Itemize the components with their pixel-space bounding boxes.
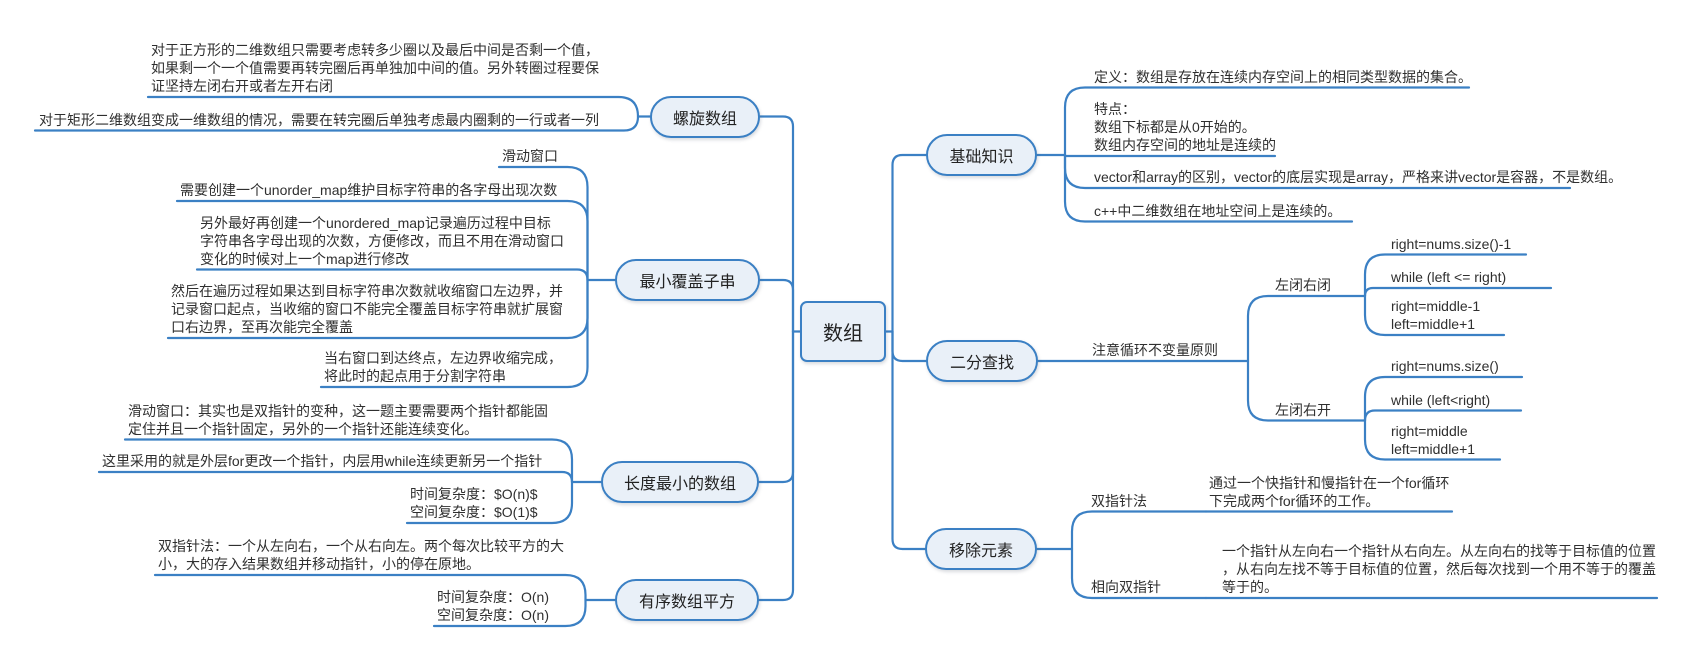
leaf-node-shrink-window-note[interactable]: 然后在遍历过程如果达到目标字符串次数就收缩窗口左边界，并 记录窗口起点，当收缩的… [171, 283, 563, 335]
connector-line [1070, 510, 1208, 551]
branch-topic-sorted-squares[interactable]: 有序数组平方 [615, 579, 759, 621]
connector-line [33, 115, 640, 132]
connector-line [97, 470, 574, 484]
leaf-node-closed-update[interactable]: right=middle-1 left=middle+1 [1391, 298, 1481, 332]
leaf-node-unordered-map-note[interactable]: 另外最好再创建一个unordered_map记录遍历过程中目标 字符串各字母出现… [200, 214, 564, 267]
leaf-node-definition-note[interactable]: 定义：数组是存放在连续内存空间上的相同类型数据的集合。 [1094, 68, 1472, 85]
connector-line [175, 199, 589, 282]
connector-line [1063, 153, 1277, 158]
connector-line [1246, 294, 1367, 363]
leaf-node-half-open-interval-label[interactable]: 左闭右开 [1275, 401, 1331, 418]
leaf-node-vector-array-note[interactable]: vector和array的区别，vector的底层实现是array，严格来讲ve… [1094, 169, 1623, 185]
connector-line [758, 278, 795, 333]
leaf-node-spiral-rect-note[interactable]: 对于矩形二维数组变成一维数组的情况，需要在转完圈后单独考虑最内圈剩的一行或者一列 [39, 111, 599, 128]
connector-line [146, 95, 640, 118]
branch-topic-spiral-array[interactable]: 螺旋数组 [650, 95, 760, 138]
leaf-node-opposite-pointer-label[interactable]: 相向双指针 [1091, 579, 1161, 595]
connector-line [891, 153, 928, 333]
connector-line [1063, 86, 1471, 157]
branch-topic-basics[interactable]: 基础知识 [926, 134, 1037, 176]
connector-line [153, 573, 587, 602]
connector-line [497, 165, 589, 282]
connector-line [891, 330, 928, 363]
leaf-node-for-while-note[interactable]: 这里采用的就是外层for更改一个指针，内层用while连续更新另一个指针 [102, 453, 543, 469]
connector-line [123, 438, 574, 484]
root-topic[interactable]: 数组 [800, 301, 886, 362]
branch-topic-min-window-substring[interactable]: 最小覆盖子串 [615, 259, 760, 301]
connector-line [1246, 359, 1367, 422]
leaf-node-unorder-map-note[interactable]: 需要创建一个unorder_map维护目标字符串的各字母出现次数 [180, 182, 558, 198]
leaf-node-features-note[interactable]: 特点： 数组下标都是从0开始的。 数组内存空间的地址是连续的 [1094, 101, 1276, 153]
leaf-node-complexity-squares[interactable]: 时间复杂度：O(n) 空间复杂度：O(n) [437, 589, 549, 623]
connector-line [1070, 547, 1208, 600]
leaf-node-open-while-cond[interactable]: while (left<right) [1391, 391, 1491, 408]
connector-line [195, 268, 589, 282]
leaf-node-closed-interval-label[interactable]: 左闭右闭 [1275, 277, 1331, 293]
leaf-node-complexity-min-length[interactable]: 时间复杂度：$O(n)$ 空间复杂度：$O(1)$ [410, 486, 538, 520]
leaf-node-fast-slow-pointer-note[interactable]: 通过一个快指针和慢指针在一个for循环 下完成两个for循环的工作。 [1209, 474, 1450, 509]
connector-line [1363, 253, 1528, 298]
leaf-node-open-update[interactable]: right=middle left=middle+1 [1391, 422, 1476, 457]
connector-line [1363, 294, 1506, 337]
connector-line [1363, 409, 1523, 422]
connector-line [1363, 375, 1524, 422]
leaf-node-closed-right-init[interactable]: right=nums.size()-1 [1391, 235, 1512, 252]
connector-line [1363, 419, 1502, 461]
connector-line [757, 330, 795, 602]
leaf-node-fast-slow-pointer-label[interactable]: 双指针法 [1091, 492, 1147, 509]
leaf-node-loop-invariant-label[interactable]: 注意循环不变量原则 [1092, 342, 1218, 358]
leaf-node-window-end-note[interactable]: 当右窗口到达终点，左边界收缩完成， 将此时的起点用于分割字符串 [324, 350, 562, 384]
connector-line [1063, 153, 1354, 223]
leaf-node-spiral-square-note[interactable]: 对于正方形的二维数组只需要考虑转多少圈以及最后中间是否剩一个值， 如果剩一个一个… [151, 42, 599, 94]
connector-line [405, 480, 574, 525]
branch-topic-min-length-subarray[interactable]: 长度最小的数组 [601, 461, 759, 503]
connector-line [319, 278, 589, 389]
connector-line [758, 115, 795, 333]
leaf-node-sliding-window-label[interactable]: 滑动窗口 [502, 148, 558, 164]
branch-topic-remove-elements[interactable]: 移除元素 [925, 528, 1037, 570]
connector-line [432, 598, 587, 628]
branch-topic-binary-search[interactable]: 二分查找 [926, 340, 1038, 382]
leaf-node-closed-while-cond[interactable]: while (left <= right) [1391, 269, 1507, 285]
connector-line [757, 330, 795, 484]
connector-line [1363, 286, 1553, 298]
leaf-node-open-right-init[interactable]: right=nums.size() [1391, 358, 1499, 374]
leaf-node-cpp-2d-array-note[interactable]: c++中二维数组在地址空间上是连续的。 [1094, 202, 1342, 219]
connector-line [891, 330, 927, 551]
leaf-node-opposite-pointer-note[interactable]: 一个指针从左向右一个指针从右向左。从左向右的找等于目标值的位置 ，从右向左找不等… [1222, 543, 1656, 595]
leaf-node-two-pointer-variant-note[interactable]: 滑动窗口：其实也是双指针的变种，这一题主要需要两个指针都能固 定住并且一个指针固… [128, 402, 548, 437]
leaf-node-two-pointer-squares-note[interactable]: 双指针法：一个从左向右，一个从右向左。两个每次比较平方的大 小，大的存入结果数组… [158, 538, 564, 572]
